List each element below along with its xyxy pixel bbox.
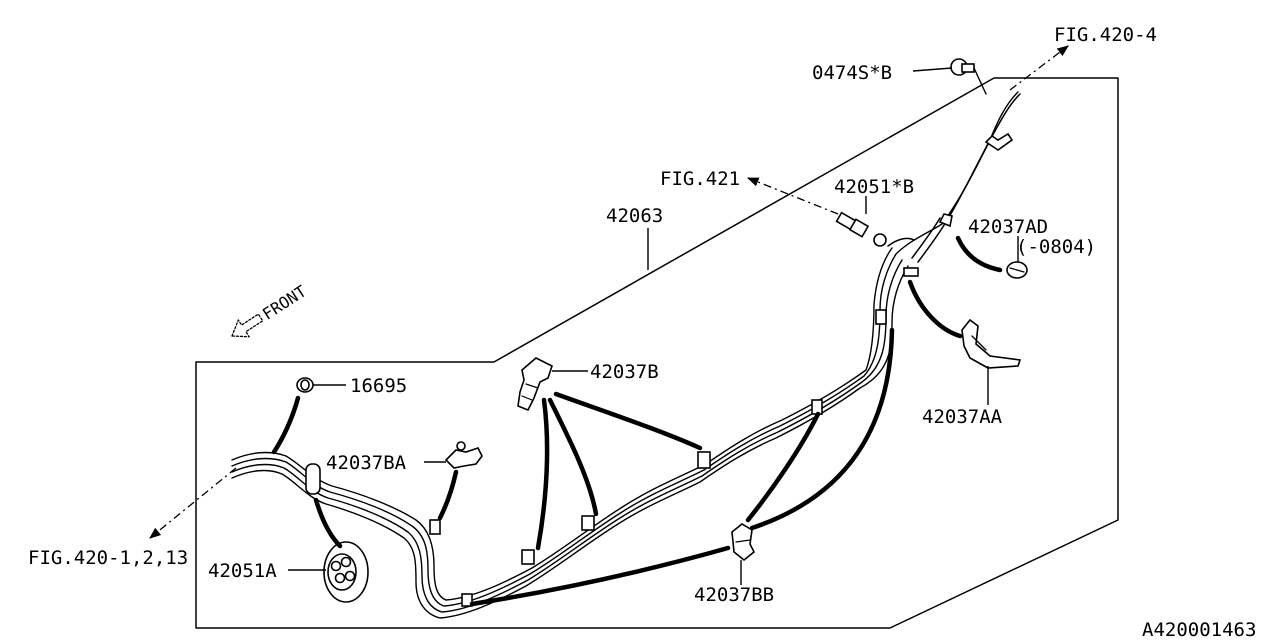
ref-fig-421: FIG.421 <box>660 168 740 190</box>
label-42037b: 42037B <box>590 361 659 383</box>
grommet-42051a <box>323 541 369 603</box>
union-connector-42051b <box>835 211 887 247</box>
brake-pipe-bundle <box>231 91 1021 619</box>
label-0474s-b: 0474S*B <box>812 62 892 84</box>
label-42037ad: 42037AD <box>968 216 1048 238</box>
clip-42037bb <box>731 523 756 562</box>
diagram-code: A420001463 <box>1142 619 1256 640</box>
pipe-clips <box>305 267 919 607</box>
front-label: FRONT <box>259 281 310 323</box>
grommet-16695 <box>296 377 314 393</box>
label-16695: 16695 <box>350 375 407 397</box>
ref-fig-420-1-2-13: FIG.420-1,2,13 <box>28 547 188 569</box>
label-42051-b: 42051*B <box>834 176 914 198</box>
bolt-0474s-b <box>950 58 987 95</box>
label-42063: 42063 <box>606 205 663 227</box>
labels: FIG.420-4 0474S*B FIG.421 42051*B 42063 … <box>28 24 1256 640</box>
label-42037ad-note: (-0804) <box>1016 236 1096 258</box>
assembly-boundary <box>195 77 1119 629</box>
clip-42037ba <box>444 441 483 469</box>
ref-line-fig-420-1 <box>149 467 237 539</box>
label-42037ba: 42037BA <box>326 452 407 474</box>
label-42051a: 42051A <box>208 560 277 582</box>
ref-fig-420-4: FIG.420-4 <box>1054 24 1157 46</box>
ref-line-fig-421 <box>746 177 839 215</box>
clip-42037ad <box>1006 261 1028 279</box>
location-bracket-lines <box>271 235 1003 607</box>
leader-lines <box>288 67 1019 585</box>
label-42037bb: 42037BB <box>694 584 774 606</box>
label-42037aa: 42037AA <box>922 406 1003 428</box>
ref-line-fig-420-4 <box>1009 45 1069 91</box>
clip-42037aa <box>961 318 1022 369</box>
front-arrow-icon: FRONT <box>231 281 310 338</box>
clip-42037b <box>517 357 553 412</box>
hose-bracket-upper <box>938 132 1014 228</box>
